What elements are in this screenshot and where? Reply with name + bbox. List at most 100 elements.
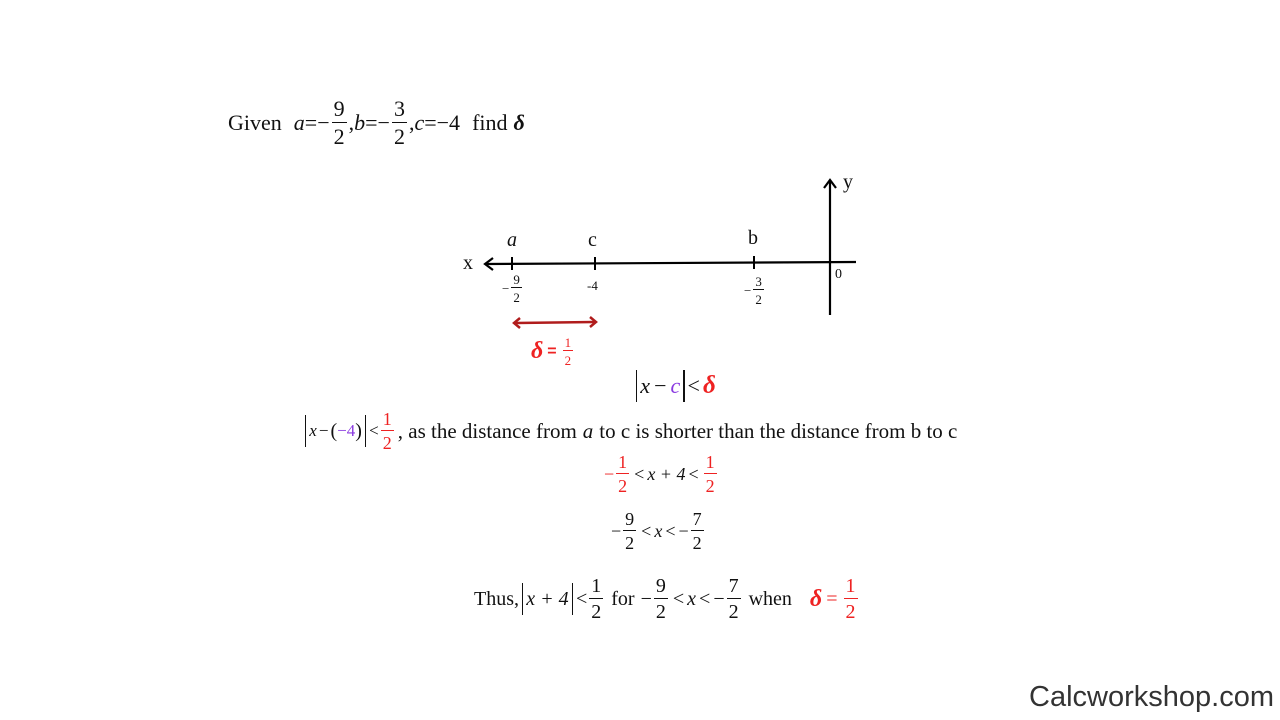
x: x [640,373,651,398]
lt: < [641,520,652,541]
eq: = [547,342,557,360]
delta-value-label: δ = 1 2 [531,336,575,367]
num: 3 [391,96,407,123]
num: 1 [703,452,717,474]
num: 1 [589,575,604,599]
point-b-label: b [748,227,758,249]
num: 9 [623,509,637,531]
step-abs-inequality: x−c< δ [633,370,716,402]
lt: < [634,463,645,484]
den: 2 [333,124,345,149]
minus: − [654,373,667,398]
tick-label-c: -4 [587,278,598,293]
lt: < [687,373,700,398]
var-c: c [414,110,425,135]
x-axis-label: x [463,252,473,274]
den: 2 [513,290,520,305]
eq: = [304,110,318,135]
delta-symbol: δ [531,338,544,364]
var-a: a [293,110,305,135]
minus: − [678,520,689,541]
lt: < [699,587,711,610]
num: 1 [843,575,858,599]
arrow-right-icon [589,316,598,328]
delta: δ [809,585,823,612]
paren: ( [330,419,338,442]
x: x [654,520,663,541]
den: 2 [655,601,666,623]
den: 2 [393,124,405,149]
den: 2 [382,433,392,453]
den: 2 [625,533,635,553]
var-b: b [354,110,366,135]
delta: δ [702,372,716,399]
lt: < [688,463,699,484]
delta-arrow [515,320,595,325]
c-value: −4 [436,110,461,135]
lt: < [665,520,676,541]
find-word: find [472,110,508,135]
for: for [611,587,635,610]
point-a-label: a [507,229,517,252]
num: 1 [562,335,574,351]
minus: − [318,421,329,440]
when: when [748,587,792,610]
den: 2 [705,476,715,496]
num: 1 [616,452,630,474]
num: 1 [380,409,394,431]
num: 3 [753,274,764,290]
x-axis [484,260,857,266]
minus: − [640,587,652,610]
minus: − [713,587,725,610]
comma: , [348,110,355,135]
arrow-left-icon [512,317,521,329]
den: 2 [728,601,739,623]
y-axis-arrow-icon [823,178,837,189]
minus: − [604,463,615,484]
middle: x + 4 [647,463,686,484]
eq: = [424,110,437,135]
num: 7 [726,575,741,599]
x-axis-arrow-icon [483,257,494,271]
point-c-label: c [588,229,597,251]
minus: − [377,110,390,135]
label: a [507,229,517,251]
expr: x + 4 [526,587,569,610]
num: 7 [690,509,704,531]
y-axis-label: y [843,171,853,193]
a: a [582,418,594,443]
den: 2 [564,353,572,368]
minus: − [317,110,330,135]
c-value: −4 [337,421,356,440]
comma: , [408,110,415,135]
num: 9 [331,96,347,123]
den: 2 [618,476,628,496]
paren: ) [355,419,362,442]
c: c [670,373,681,398]
num: 9 [511,272,522,288]
den: 2 [591,601,602,623]
x: x [309,421,317,440]
eq: = [365,110,378,135]
given-word: Given [228,110,282,135]
site-logo: Calcworkshop.com [1029,681,1274,713]
thus: Thus, [474,587,519,610]
den: 2 [755,292,762,307]
lt: < [369,421,379,440]
den: 2 [845,601,856,623]
delta-symbol: δ [513,110,525,135]
minus: − [611,520,622,541]
den: 2 [692,533,702,553]
x: x [687,587,697,610]
eq: = [826,587,838,610]
